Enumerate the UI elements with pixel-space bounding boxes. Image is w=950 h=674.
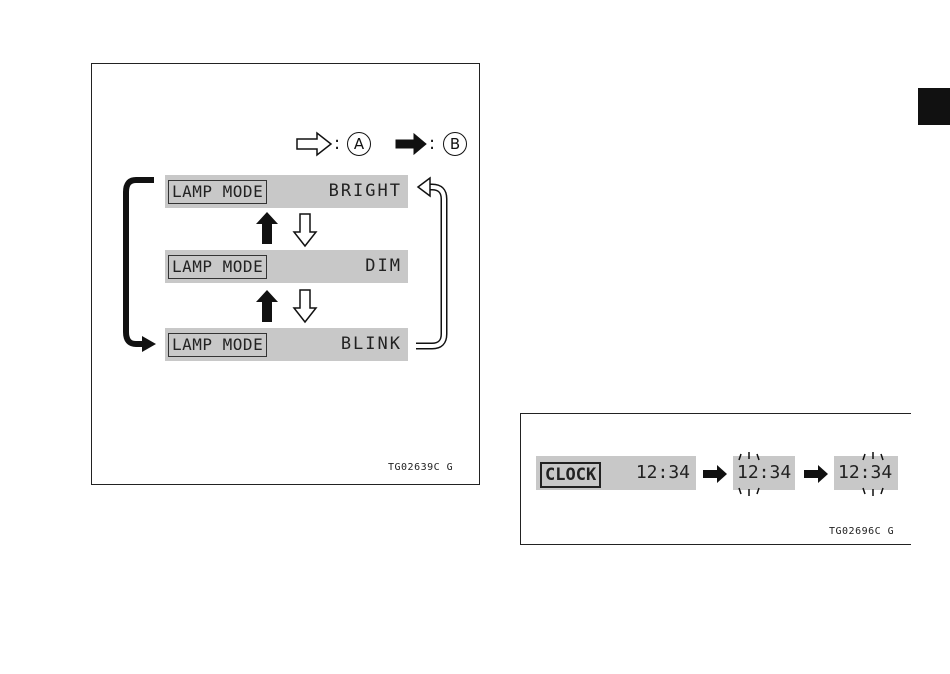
lamp-mode-label: LAMP MODE xyxy=(168,180,267,204)
lamp-mode-value: DIM xyxy=(365,255,402,277)
clock-figure: CLOCK 12:34 12:34 12:34 TG02696C G xyxy=(520,413,911,545)
legend-circle-b: B xyxy=(443,132,467,156)
solid-right-arrow-icon-1 xyxy=(703,465,727,483)
blink-marks-hours xyxy=(739,452,759,496)
solid-loop-arrow-left xyxy=(126,180,154,344)
legend-solid-arrow-icon xyxy=(396,134,426,154)
solid-up-arrow-icon-1 xyxy=(256,212,278,244)
solid-right-arrow-icon-2 xyxy=(804,465,828,483)
legend-circle-a: A xyxy=(347,132,371,156)
chapter-tab-marker xyxy=(918,88,950,125)
solid-loop-arrowhead-left xyxy=(142,336,156,352)
lcd-row-dim: LAMP MODE DIM xyxy=(165,250,408,283)
lamp-mode-figure: : A : B LAMP MODE BRIGHT LAMP MODE DIM L… xyxy=(91,63,480,485)
lcd-row-bright: LAMP MODE BRIGHT xyxy=(165,175,408,208)
clock-arrows xyxy=(521,414,911,544)
figure-code: TG02639C G xyxy=(388,462,453,473)
lamp-mode-value: BRIGHT xyxy=(329,180,402,202)
figure-code: TG02696C G xyxy=(829,526,894,537)
hollow-down-arrow-icon-1 xyxy=(294,214,316,246)
legend-hollow-arrow-icon xyxy=(297,133,331,155)
lamp-mode-label: LAMP MODE xyxy=(168,333,267,357)
lamp-mode-value: BLINK xyxy=(341,333,402,355)
lamp-mode-label: LAMP MODE xyxy=(168,255,267,279)
legend-colon-b: : xyxy=(429,133,435,155)
blink-marks-minutes xyxy=(863,452,883,496)
lcd-row-blink: LAMP MODE BLINK xyxy=(165,328,408,361)
hollow-loop-arrowhead-right xyxy=(418,178,430,196)
solid-up-arrow-icon-2 xyxy=(256,290,278,322)
hollow-loop-arrow-right xyxy=(416,187,444,346)
hollow-down-arrow-icon-2 xyxy=(294,290,316,322)
legend-colon-a: : xyxy=(334,133,340,155)
